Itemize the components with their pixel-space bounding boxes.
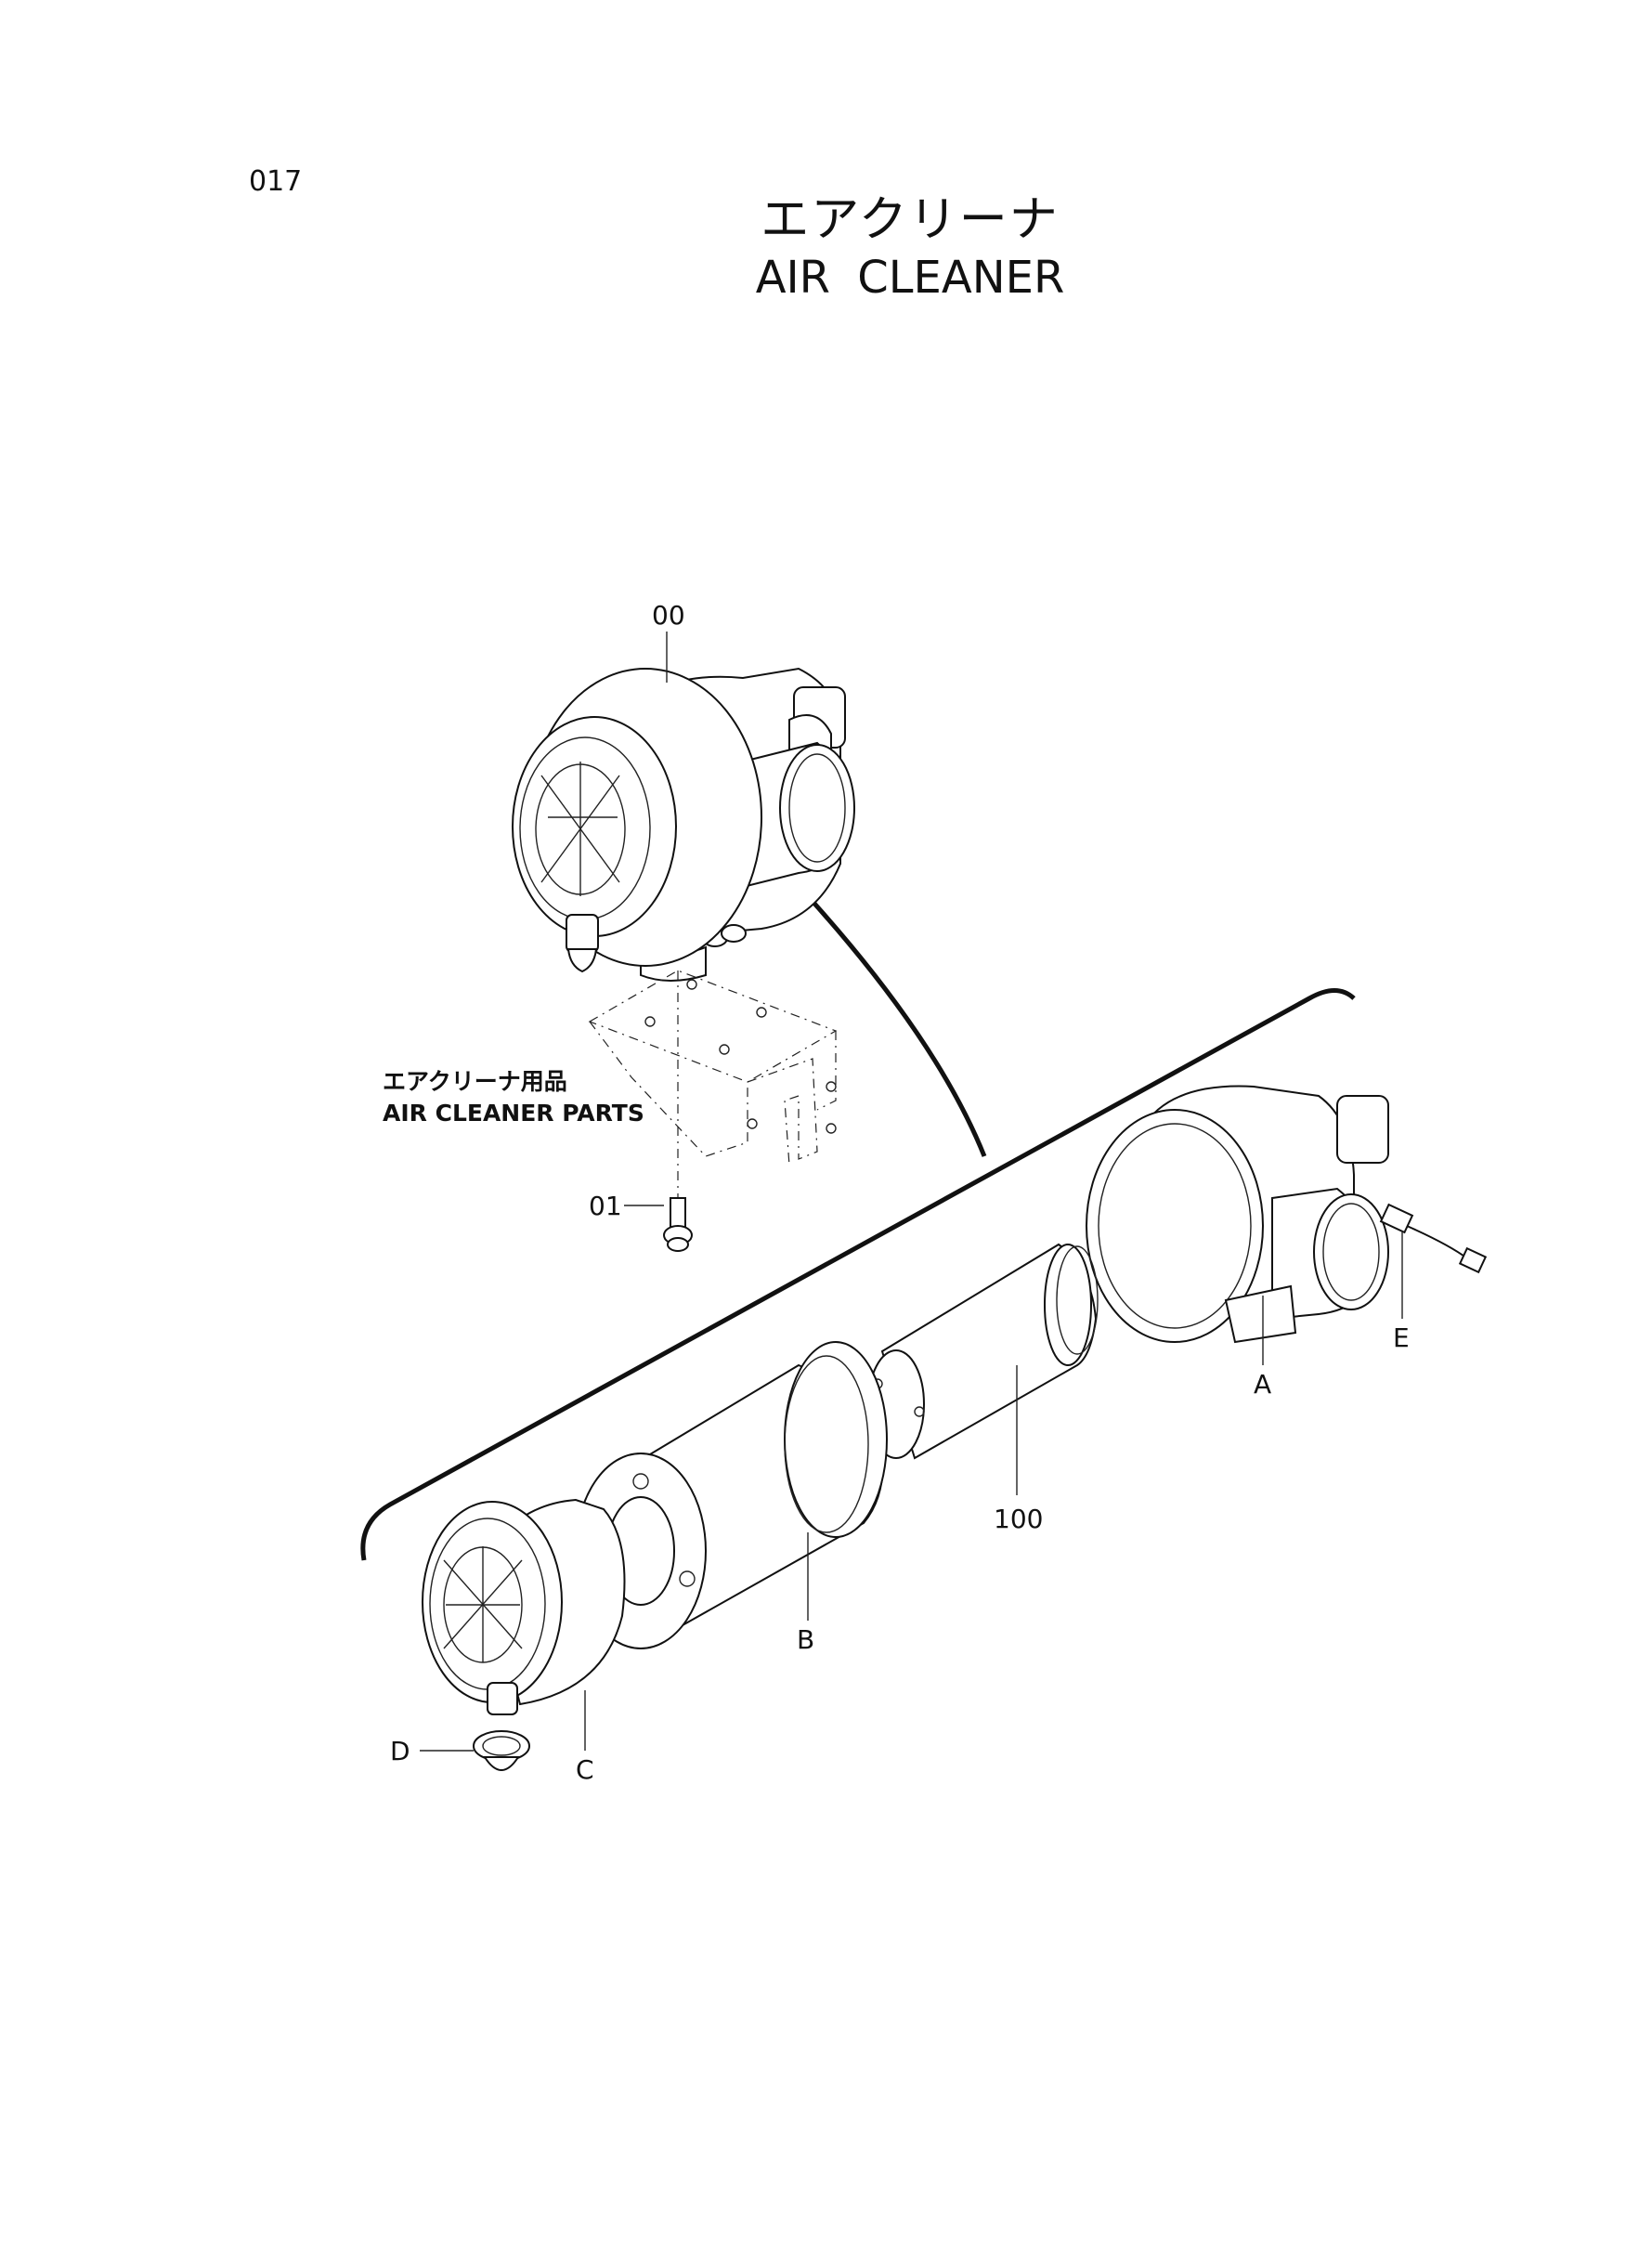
callout-00: 00 — [652, 600, 685, 631]
valve-d — [473, 1730, 530, 1771]
leader-lines — [420, 632, 1403, 1752]
page-number: 017 — [249, 165, 303, 198]
parts-group-label-english: AIR CLEANER PARTS — [383, 1100, 644, 1127]
callout-d: D — [390, 1736, 410, 1766]
parts-group-label-japanese: エアクリーナ用品 — [383, 1068, 567, 1095]
bolt-01 — [663, 1197, 693, 1252]
callout-01: 01 — [589, 1191, 622, 1221]
assembly-connector-line — [806, 894, 987, 1157]
sensor-e — [1379, 1203, 1488, 1274]
callout-100: 100 — [994, 1504, 1043, 1534]
mounting-bracket — [588, 970, 838, 1166]
callout-e: E — [1393, 1322, 1410, 1353]
title-block: エアクリーナ AIR CLEANER — [715, 190, 1105, 306]
parts-group-label: エアクリーナ用品 AIR CLEANER PARTS — [383, 1066, 644, 1129]
callout-b: B — [797, 1624, 814, 1655]
callout-a: A — [1254, 1369, 1271, 1400]
air-cleaner-assembly — [512, 667, 855, 982]
inner-filter-100 — [867, 1243, 1099, 1460]
callout-c: C — [576, 1754, 594, 1785]
title-english: AIR CLEANER — [755, 252, 1065, 304]
title-japanese: エアクリーナ — [761, 192, 1060, 248]
housing-a — [1086, 1085, 1389, 1344]
exploded-view-boundary — [360, 988, 1356, 1561]
cover-c — [422, 1498, 626, 1715]
